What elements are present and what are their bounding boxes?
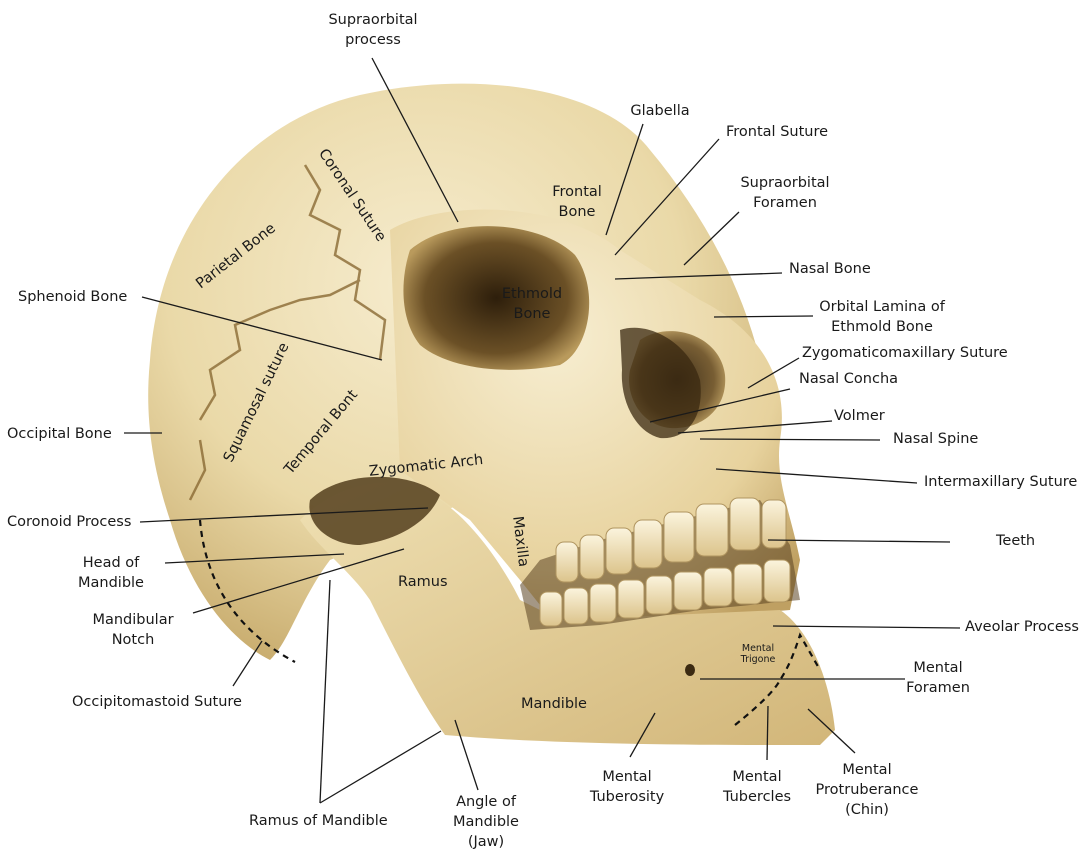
label-line: Foramen <box>906 678 970 698</box>
label-line: Nasal Concha <box>799 369 898 389</box>
label-line: Occipitomastoid Suture <box>72 692 242 712</box>
label-line: Occipital Bone <box>7 424 112 444</box>
label-intermaxillary-suture: Intermaxillary Suture <box>924 472 1077 492</box>
label-mental-foramen: Mental Foramen <box>906 658 970 698</box>
label-line: Tubercles <box>723 787 791 807</box>
label-frontal-suture: Frontal Suture <box>726 122 828 142</box>
label-line: Aveolar Process <box>965 617 1079 637</box>
label-line: Supraorbital <box>740 173 829 193</box>
label-coronoid-process: Coronoid Process <box>7 512 131 532</box>
label-occipital-bone: Occipital Bone <box>7 424 112 444</box>
label-line: Ramus of Mandible <box>249 811 388 831</box>
label-line: Nasal Spine <box>893 429 978 449</box>
label-orbital-lamina: Orbital Lamina of Ethmold Bone <box>819 297 945 337</box>
label-line: Teeth <box>996 531 1035 551</box>
label-line: Orbital Lamina of <box>819 297 945 317</box>
label-line: Coronoid Process <box>7 512 131 532</box>
label-line: Mandible <box>78 573 144 593</box>
label-line: Ramus <box>398 572 448 592</box>
label-line: Glabella <box>630 101 689 121</box>
label-mental-tubercles: Mental Tubercles <box>723 767 791 807</box>
label-occipitomastoid-suture: Occipitomastoid Suture <box>72 692 242 712</box>
label-mental-tuberosity: Mental Tuberosity <box>590 767 664 807</box>
label-ramus: Ramus <box>398 572 448 592</box>
label-glabella: Glabella <box>630 101 689 121</box>
label-line: Bone <box>502 304 562 324</box>
label-mental-protuberance: Mental Protruberance (Chin) <box>816 760 919 820</box>
label-line: (Jaw) <box>453 832 519 852</box>
label-line: Ethmold <box>502 284 562 304</box>
label-line: Mental <box>723 767 791 787</box>
label-supraorbital-foramen: Supraorbital Foramen <box>740 173 829 213</box>
label-mandibular-notch: Mandibular Notch <box>92 610 173 650</box>
label-line: Mandibular <box>92 610 173 630</box>
label-frontal-bone: Frontal Bone <box>552 182 602 222</box>
label-line: Head of <box>78 553 144 573</box>
label-line: Mandible <box>521 694 587 714</box>
label-line: Sphenoid Bone <box>18 287 127 307</box>
label-line: Tuberosity <box>590 787 664 807</box>
label-head-of-mandible: Head of Mandible <box>78 553 144 593</box>
label-line: Angle of <box>453 792 519 812</box>
label-ethmoid-bone: Ethmold Bone <box>502 284 562 324</box>
mental-foramen-dot <box>685 664 695 676</box>
label-volmer: Volmer <box>834 406 885 426</box>
label-ramus-of-mandible: Ramus of Mandible <box>249 811 388 831</box>
label-sphenoid-bone: Sphenoid Bone <box>18 287 127 307</box>
label-line: Frontal <box>552 182 602 202</box>
label-line: Bone <box>552 202 602 222</box>
label-aveolar-process: Aveolar Process <box>965 617 1079 637</box>
label-line: Supraorbital <box>328 10 417 30</box>
label-nasal-bone: Nasal Bone <box>789 259 871 279</box>
label-line: Foramen <box>740 193 829 213</box>
label-line: Nasal Bone <box>789 259 871 279</box>
label-nasal-concha: Nasal Concha <box>799 369 898 389</box>
label-angle-of-mandible: Angle of Mandible (Jaw) <box>453 792 519 852</box>
label-line: Mental <box>590 767 664 787</box>
label-zygomaticomaxillary-suture: Zygomaticomaxillary Suture <box>802 343 1008 363</box>
label-line: Trigone <box>741 654 776 665</box>
label-line: Volmer <box>834 406 885 426</box>
label-line: Mental <box>816 760 919 780</box>
label-supraorbital-process: Supraorbital process <box>328 10 417 50</box>
label-line: process <box>328 30 417 50</box>
label-line: Intermaxillary Suture <box>924 472 1077 492</box>
label-nasal-spine: Nasal Spine <box>893 429 978 449</box>
label-line: Notch <box>92 630 173 650</box>
label-line: Mandible <box>453 812 519 832</box>
label-line: Protruberance <box>816 780 919 800</box>
label-line: Ethmold Bone <box>819 317 945 337</box>
label-mental-trigone: Mental Trigone <box>741 643 776 665</box>
label-line: Zygomaticomaxillary Suture <box>802 343 1008 363</box>
label-line: Mental <box>741 643 776 654</box>
label-teeth: Teeth <box>996 531 1035 551</box>
label-mandible: Mandible <box>521 694 587 714</box>
label-line: Mental <box>906 658 970 678</box>
label-line: Frontal Suture <box>726 122 828 142</box>
label-line: (Chin) <box>816 800 919 820</box>
